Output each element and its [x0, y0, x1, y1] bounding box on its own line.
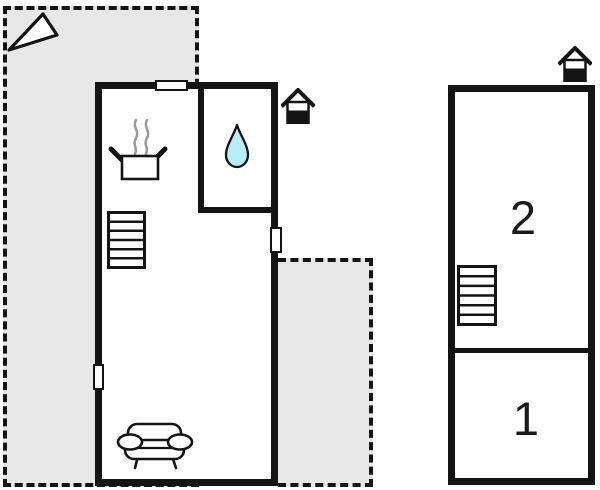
water-drop-icon: [224, 123, 250, 169]
room-2-label: 2: [509, 191, 537, 244]
room-1-label: 1: [512, 392, 540, 445]
entrance-house-icon: [281, 88, 315, 124]
door-right-wall: [270, 227, 282, 253]
bathroom-wall-bottom: [198, 207, 271, 213]
steam-line: [133, 118, 139, 156]
steam-line: [144, 118, 150, 156]
sofa-icon: [116, 422, 194, 470]
entrance-house-icon: [558, 46, 592, 82]
window-top-wall: [155, 80, 188, 91]
bathroom-wall-left: [198, 89, 204, 213]
north-arrow-icon: [7, 12, 59, 52]
terrace-right: [278, 258, 373, 487]
stove-pot-icon: [108, 118, 168, 181]
stairs-icon: [107, 211, 146, 269]
annex-divider-wall: [451, 348, 592, 353]
stairs-icon: [457, 265, 497, 326]
door-left-wall: [93, 364, 104, 390]
